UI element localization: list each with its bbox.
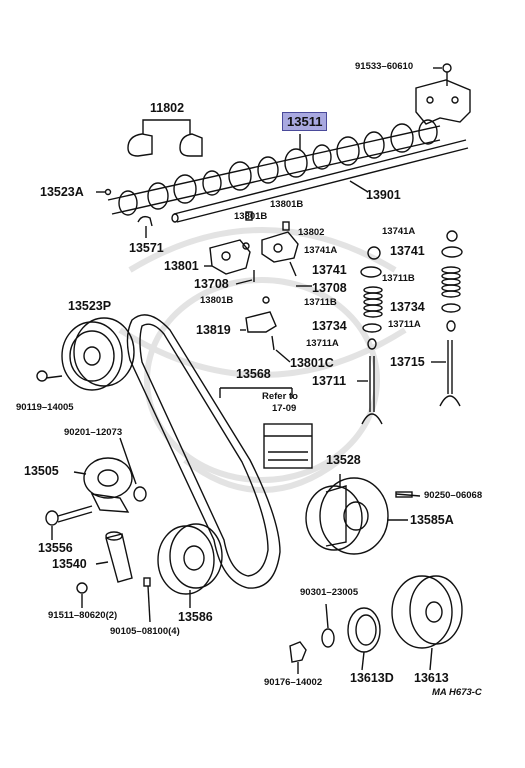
pulley-bolt: [36, 370, 48, 382]
camshaft-key: [137, 215, 153, 227]
label-13734-mid[interactable]: 13734: [312, 319, 347, 333]
crankshaft-sprocket: [305, 477, 389, 555]
label-11802[interactable]: 11802: [150, 101, 185, 115]
refer-to-line1: Refer to: [262, 391, 298, 402]
bolt-icon: [143, 577, 151, 587]
bracket-part: [415, 63, 471, 125]
refer-to-line2[interactable]: 17-09: [272, 403, 297, 414]
crankshaft-seal: [347, 607, 381, 653]
label-90176-14002[interactable]: 90176–14002: [264, 677, 323, 688]
tensioner-lever: [245, 296, 277, 351]
label-13585A[interactable]: 13585A: [410, 513, 454, 527]
crankshaft-timing-gear: [391, 575, 463, 649]
label-90201-12073[interactable]: 90201–12073: [64, 427, 123, 438]
label-13511-highlighted[interactable]: 13511: [282, 112, 328, 131]
valve-components: [360, 230, 463, 425]
diagram-code: MA H673-C: [432, 687, 482, 698]
camshaft: [107, 119, 441, 216]
label-13801B-left[interactable]: 13801B: [234, 211, 268, 222]
label-91511-80620[interactable]: 91511–80620(2): [48, 610, 118, 621]
idler-pulley: [83, 457, 147, 513]
label-13711B-right[interactable]: 13711B: [382, 273, 415, 284]
label-13819[interactable]: 13819: [196, 323, 231, 337]
label-13540[interactable]: 13540: [52, 557, 87, 571]
label-13523A[interactable]: 13523A: [40, 185, 84, 199]
camshaft-bearing-shells: [127, 133, 203, 157]
camshaft-timing-pulley: [61, 317, 135, 391]
label-13715[interactable]: 13715: [390, 355, 425, 369]
label-13711A-right[interactable]: 13711A: [388, 319, 421, 330]
o-ring-icon: [321, 628, 335, 648]
label-13801B-lower[interactable]: 13801B: [200, 295, 234, 306]
label-90119-14005[interactable]: 90119–14005: [16, 402, 74, 413]
label-13711B-mid[interactable]: 13711B: [304, 297, 337, 308]
label-13523P[interactable]: 13523P: [68, 299, 112, 313]
label-13613D[interactable]: 13613D: [350, 671, 394, 685]
label-13708-left[interactable]: 13708: [194, 277, 229, 291]
label-13708-right[interactable]: 13708: [312, 281, 347, 295]
label-13505[interactable]: 13505: [24, 464, 59, 478]
label-13801C[interactable]: 13801C: [290, 356, 334, 370]
tensioner-spring: [105, 531, 133, 583]
label-13801[interactable]: 13801: [164, 259, 199, 273]
label-13613[interactable]: 13613: [414, 671, 449, 685]
label-13711A-mid[interactable]: 13711A: [306, 338, 339, 349]
label-13586[interactable]: 13586: [178, 610, 213, 624]
label-91533-60610[interactable]: 91533–60610: [355, 61, 414, 72]
rocker-arms: [209, 211, 299, 282]
idler-bolt: [45, 505, 93, 526]
label-13741A-top[interactable]: 13741A: [382, 226, 416, 237]
label-13901[interactable]: 13901: [366, 188, 401, 202]
crank-pulley-bolt: [289, 641, 307, 663]
crankshaft-pulley: [157, 523, 223, 595]
label-13528[interactable]: 13528: [326, 453, 361, 467]
label-13571[interactable]: 13571: [129, 241, 164, 255]
label-90250-06068[interactable]: 90250–06068: [424, 490, 483, 501]
rocker-shaft: [171, 139, 469, 223]
pin-icon: [395, 491, 413, 498]
refer-to-box: [263, 423, 313, 469]
label-13801B-top[interactable]: 13801B: [270, 199, 304, 210]
nut-icon: [76, 582, 88, 594]
label-13556[interactable]: 13556: [38, 541, 73, 555]
label-13734-right[interactable]: 13734: [390, 300, 425, 314]
label-13711[interactable]: 13711: [312, 374, 347, 388]
watermark-emblem: [118, 227, 407, 493]
label-13568[interactable]: 13568: [236, 367, 271, 381]
label-13802[interactable]: 13802: [298, 227, 325, 238]
label-13741-right[interactable]: 13741: [390, 244, 425, 258]
label-90105-08100[interactable]: 90105–08100(4): [110, 626, 180, 637]
label-13741-mid[interactable]: 13741: [312, 263, 347, 277]
label-90301-23005[interactable]: 90301–23005: [300, 587, 359, 598]
timing-belt: [126, 314, 281, 589]
label-13741A-mid[interactable]: 13741A: [304, 245, 338, 256]
